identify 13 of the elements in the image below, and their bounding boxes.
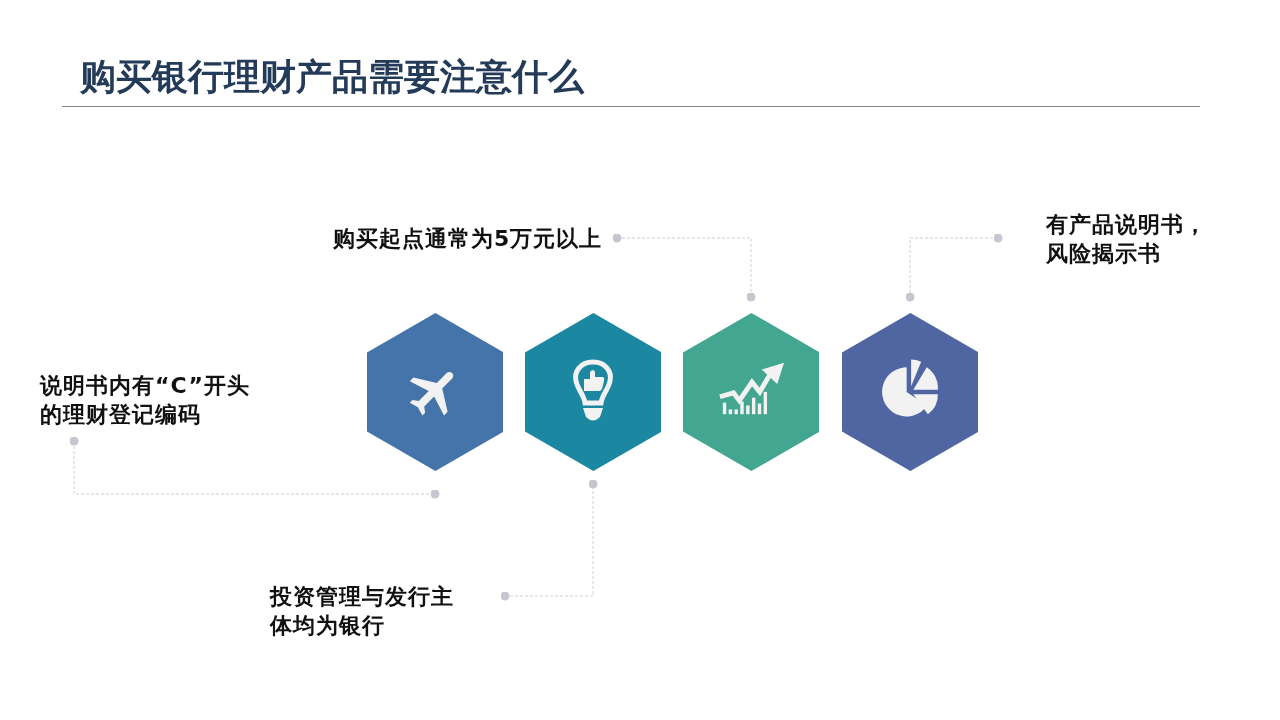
callout-text: 有产品说明书，风险揭示书 — [1046, 210, 1216, 268]
leader-line — [500, 479, 598, 601]
callout-text: 投资管理与发行主体均为银行 — [270, 582, 460, 640]
callout-text: 购买起点通常为5万元以上 — [333, 224, 603, 253]
hexagon — [682, 313, 820, 471]
leader-line — [69, 436, 440, 499]
hexagon — [366, 313, 504, 471]
leader-line — [612, 233, 756, 302]
callout-text: 说明书内有“C”开头的理财登记编码 — [40, 371, 255, 429]
hexagon — [841, 313, 979, 471]
title: 购买银行理财产品需要注意什么 — [80, 56, 584, 98]
leader-line — [905, 233, 1003, 302]
hexagon — [524, 313, 662, 471]
